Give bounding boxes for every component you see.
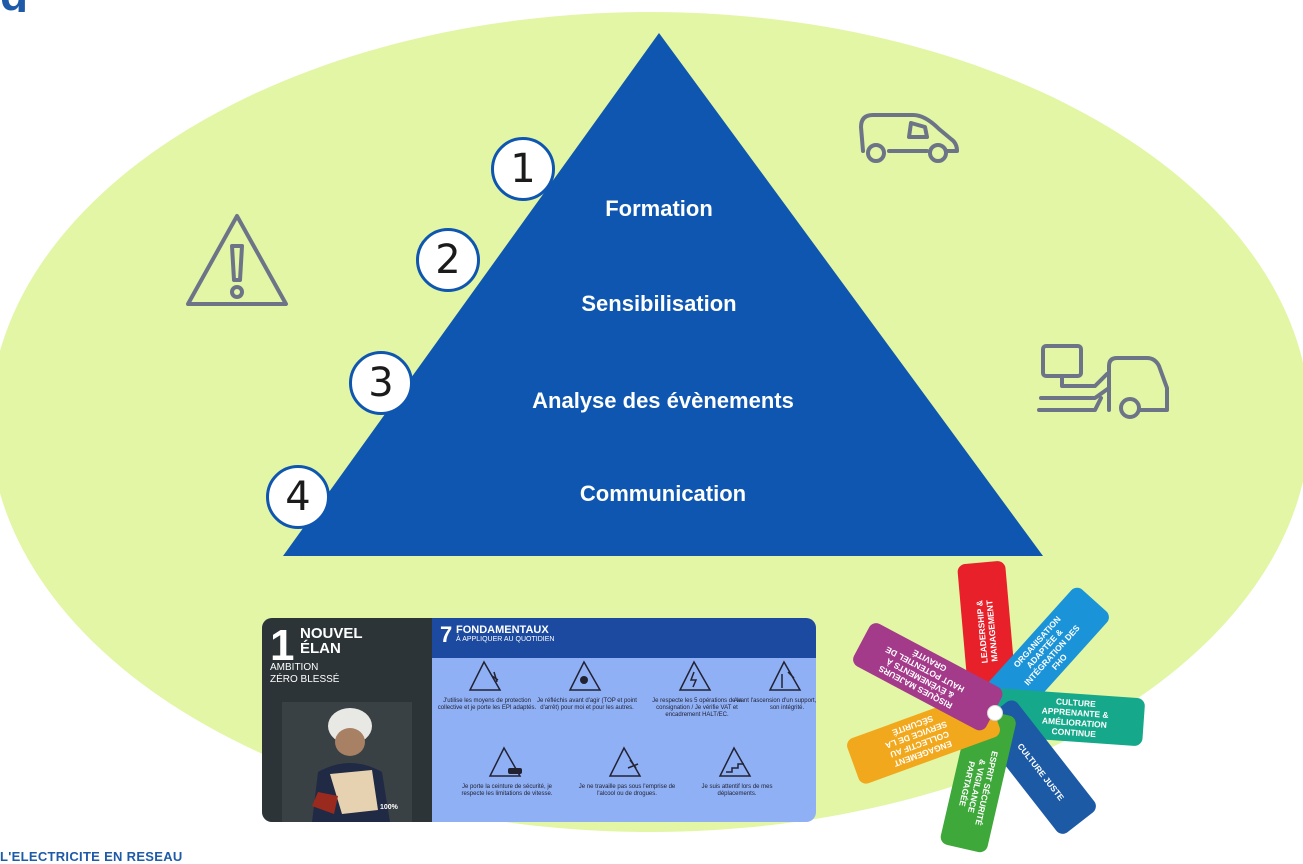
poster-header-number: 7 [440, 622, 453, 647]
poster-photo-panel: 1 NOUVEL ÉLAN AMBITION ZÉRO BLESSÉ 100% [262, 618, 432, 822]
hazard-icon [488, 746, 522, 777]
level-1-label: Formation [605, 196, 713, 221]
level-3-number: 3 [349, 351, 413, 415]
fundamental-item: Je porte la ceinture de sécurité, je res… [452, 746, 562, 798]
hazard-icon [468, 660, 502, 691]
truck-crane-icon [1037, 344, 1169, 419]
title-fragment: g [0, 0, 760, 12]
hazard-icon [678, 660, 712, 691]
fundamental-item: Je ne travaille pas sous l'emprise de l'… [572, 746, 682, 798]
hazard-icon [608, 746, 642, 777]
level-1-number: 1 [491, 137, 555, 201]
poster-header-subtitle: À APPLIQUER AU QUOTIDIEN [456, 636, 555, 643]
poster-header: 7 FONDAMENTAUX À APPLIQUER AU QUOTIDIEN [432, 618, 816, 658]
hazard-icon [568, 660, 602, 691]
poster-line2: ÉLAN [300, 640, 341, 657]
pinwheel-hub [987, 705, 1003, 721]
poster-badge: 100% [380, 804, 398, 811]
level-4-number: 4 [266, 465, 330, 529]
poster-big-number: 1 [270, 621, 295, 670]
van-icon [859, 113, 959, 163]
worker-photo [282, 702, 412, 822]
poster-line1: NOUVEL [300, 625, 363, 642]
fundamentals-poster: 1 NOUVEL ÉLAN AMBITION ZÉRO BLESSÉ 100% … [262, 618, 816, 822]
poster-line3: AMBITION [270, 662, 319, 673]
fundamental-item: Je suis attentif lors de mes déplacement… [682, 746, 792, 798]
footer-text: L'ELECTRICITE EN RESEAU [0, 849, 183, 864]
fundamental-item: Je réfléchis avant d'agir (TOP et point … [532, 660, 642, 712]
level-2-label: Sensibilisation [581, 291, 737, 316]
poster-line4: ZÉRO BLESSÉ [270, 674, 340, 685]
pyramid-triangle [283, 33, 1043, 556]
fundamental-item: J'utilise les moyens de protection colle… [432, 660, 542, 712]
level-4-label: Communication [579, 481, 747, 506]
fundamental-item: Avant l'ascension d'un support, je vérif… [732, 660, 816, 712]
hazard-icon [768, 660, 802, 691]
level-3-label: Analyse des évènements [532, 388, 794, 413]
hazard-icon [718, 746, 752, 777]
level-2-number: 2 [416, 228, 480, 292]
fundamental-item: Je respecte les 5 opérations de la consi… [642, 660, 752, 719]
poster-header-title: FONDAMENTAUX [456, 624, 549, 636]
warning-icon [186, 214, 288, 306]
